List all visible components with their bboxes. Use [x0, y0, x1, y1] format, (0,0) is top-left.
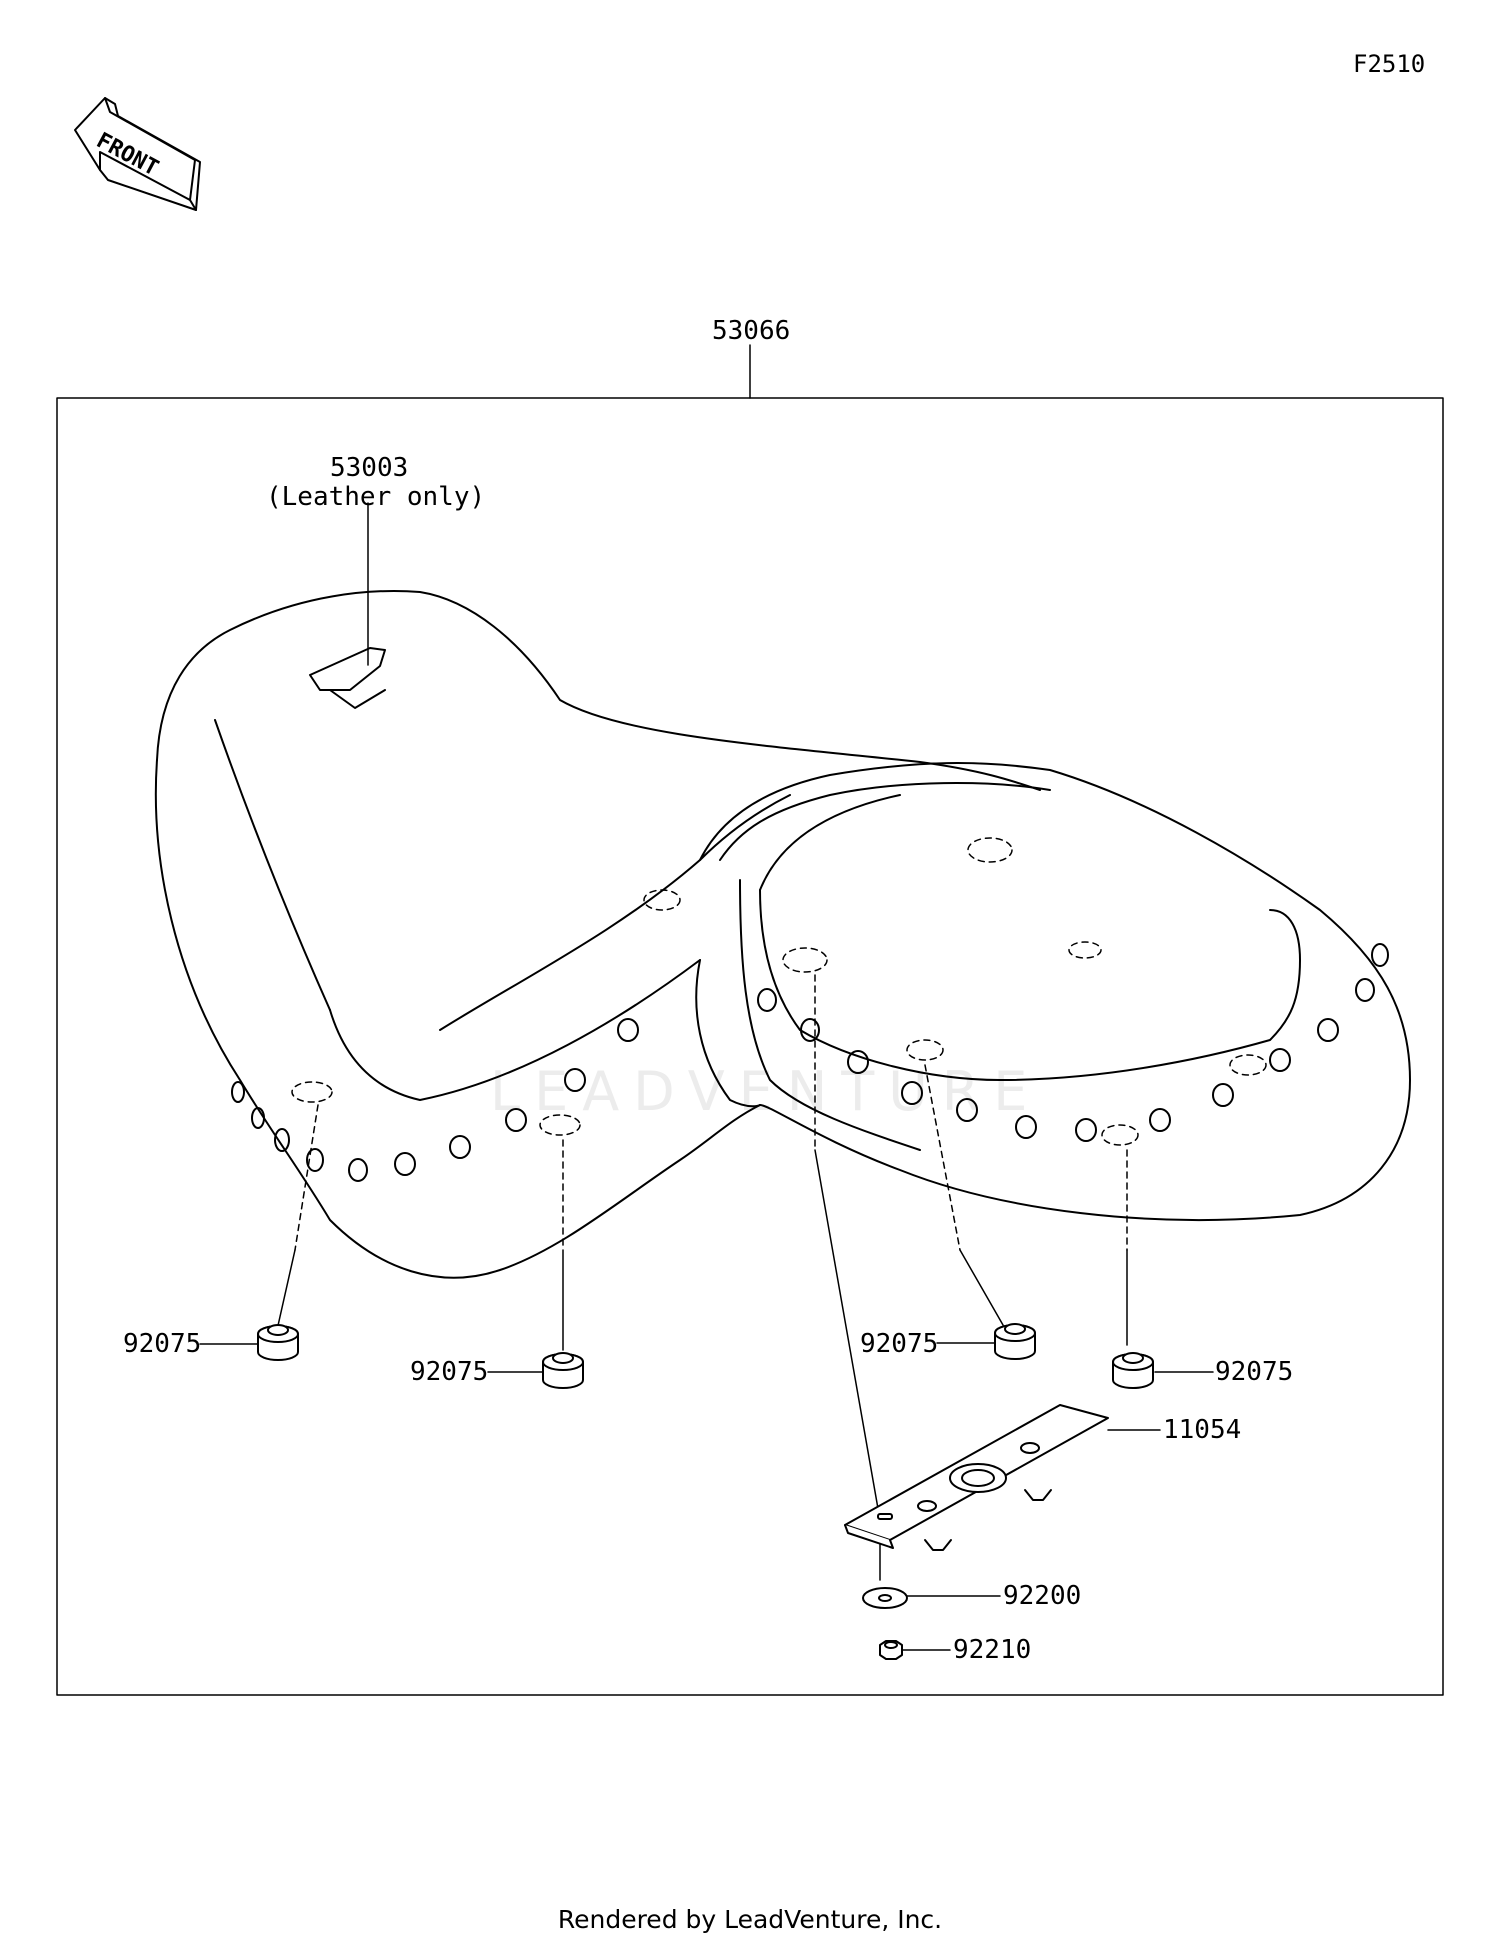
- damper-icon: [994, 1323, 1036, 1360]
- assembly-frame: [56, 397, 1444, 1696]
- part-note-leather-only: (Leather only): [266, 482, 486, 512]
- leader-lines: [199, 502, 1214, 1651]
- part-number-92075: 92075: [1215, 1357, 1294, 1387]
- part-number-92075: 92075: [860, 1329, 939, 1359]
- nut-icon: [879, 1640, 903, 1660]
- damper-icon: [257, 1324, 299, 1361]
- seat-drawing: [154, 590, 1411, 1279]
- damper-icon: [542, 1352, 584, 1389]
- part-number-11054: 11054: [1163, 1415, 1242, 1445]
- part-number-53003: 53003: [330, 453, 409, 483]
- part-number-92200: 92200: [1003, 1581, 1082, 1611]
- part-number-92075: 92075: [410, 1357, 489, 1387]
- front-arrow-icon: FRONT: [74, 97, 201, 211]
- part-number-92075: 92075: [123, 1329, 202, 1359]
- figure-code: F2510: [1353, 50, 1426, 78]
- part-number-53066: 53066: [712, 316, 791, 346]
- part-number-92210: 92210: [953, 1635, 1032, 1665]
- bracket-icon: [844, 1404, 1109, 1551]
- footer-credit: Rendered by LeadVenture, Inc.: [557, 1905, 943, 1934]
- damper-icon: [1112, 1352, 1154, 1389]
- washer-icon: [862, 1587, 908, 1609]
